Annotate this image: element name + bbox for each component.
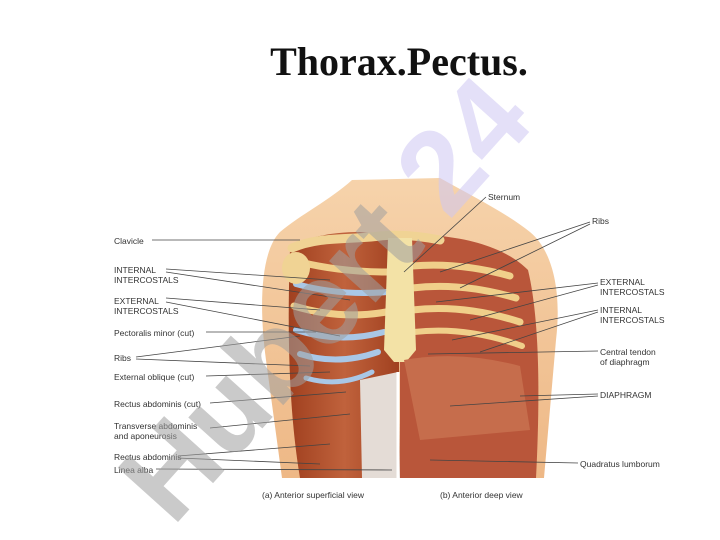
leader-lines-left [135,239,393,471]
label-pectoralis-minor: Pectoralis minor (cut) [114,328,195,338]
label-diaphragm: DIAPHRAGM [600,390,652,400]
caption-anterior-deep: (b) Anterior deep view [440,490,523,500]
label-quadratus-lumborum: Quadratus lumborum [580,459,660,469]
label-ribs-right: Ribs [592,216,610,226]
label-rectus-abdominis: Rectus abdominis [114,452,182,462]
label-sternum: Sternum [488,192,521,202]
rectus-sheath [360,372,400,478]
clavicle-shape [287,230,445,253]
label-rectus-abdominis-cut: Rectus abdominis (cut) [114,399,201,409]
label-external-intercostals-right: EXTERNAL INTERCOSTALS [600,277,665,297]
shoulder-joint [282,252,310,284]
caption-anterior-superficial: (a) Anterior superficial view [262,490,365,500]
label-external-intercostals-left: EXTERNAL INTERCOSTALS [114,296,179,316]
label-transverse-abdominis: Transverse abdominis and aponeurosis [114,421,198,441]
leader-lines-right [403,196,599,464]
label-clavicle: Clavicle [114,236,144,246]
label-central-tendon: Central tendon of diaphragm [600,347,656,367]
label-internal-intercostals-left: INTERNAL INTERCOSTALS [114,265,179,285]
label-internal-intercostals-right: INTERNAL INTERCOSTALS [600,305,665,325]
label-linea-alba: Linea alba [114,465,154,475]
label-ribs-left: Ribs [114,353,132,363]
diaphragm-shape [404,356,530,440]
sternum-shape [384,238,416,362]
label-external-oblique: External oblique (cut) [114,372,195,382]
deep-muscles [400,236,539,478]
page-title: Thorax.Pectus. [270,39,528,84]
